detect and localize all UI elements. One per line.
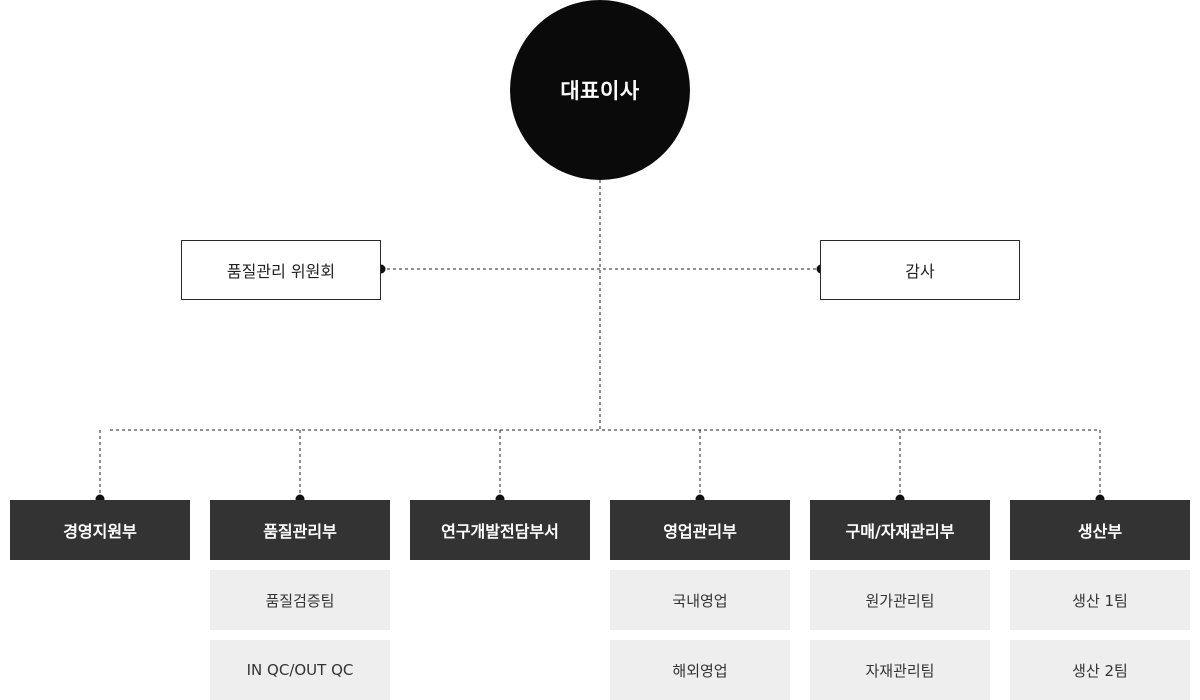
team-box: 생산 2팀 bbox=[1010, 640, 1190, 700]
team-box: IN QC/OUT QC bbox=[210, 640, 390, 700]
department-box: 연구개발전담부서 bbox=[410, 500, 590, 560]
team-box: 국내영업 bbox=[610, 570, 790, 630]
department-label: 구매/자재관리부 bbox=[845, 522, 955, 541]
ceo-node: 대표이사 bbox=[510, 0, 690, 180]
team-box: 원가관리팀 bbox=[810, 570, 990, 630]
team-box: 해외영업 bbox=[610, 640, 790, 700]
department-label: 경영지원부 bbox=[63, 522, 137, 541]
team-label: 자재관리팀 bbox=[865, 661, 935, 680]
dept-drop-lines bbox=[95, 430, 1105, 504]
department-box: 품질관리부 bbox=[210, 500, 390, 560]
audit-label: 감사 bbox=[905, 262, 935, 281]
team-label: 원가관리팀 bbox=[865, 591, 935, 610]
department-label: 품질관리부 bbox=[263, 522, 337, 541]
department-label: 생산부 bbox=[1077, 522, 1123, 541]
team-box: 자재관리팀 bbox=[810, 640, 990, 700]
department-label: 연구개발전담부서 bbox=[441, 522, 559, 541]
quality-committee-label: 품질관리 위원회 bbox=[226, 262, 336, 281]
team-label: 해외영업 bbox=[672, 661, 728, 680]
department-box: 생산부 bbox=[1010, 500, 1190, 560]
team-box: 품질검증팀 bbox=[210, 570, 390, 630]
department-box: 구매/자재관리부 bbox=[810, 500, 990, 560]
team-box: 생산 1팀 bbox=[1010, 570, 1190, 630]
team-label: IN QC/OUT QC bbox=[246, 661, 354, 679]
ceo-label: 대표이사 bbox=[560, 79, 640, 103]
audit-box: 감사 bbox=[820, 240, 1020, 300]
team-label: 품질검증팀 bbox=[265, 591, 335, 610]
team-label: 생산 2팀 bbox=[1072, 661, 1128, 680]
department-label: 영업관리부 bbox=[663, 522, 737, 541]
team-label: 국내영업 bbox=[672, 591, 728, 610]
team-label: 생산 1팀 bbox=[1072, 591, 1128, 610]
department-box: 경영지원부 bbox=[10, 500, 190, 560]
quality-committee-box: 품질관리 위원회 bbox=[181, 240, 381, 300]
department-box: 영업관리부 bbox=[610, 500, 790, 560]
